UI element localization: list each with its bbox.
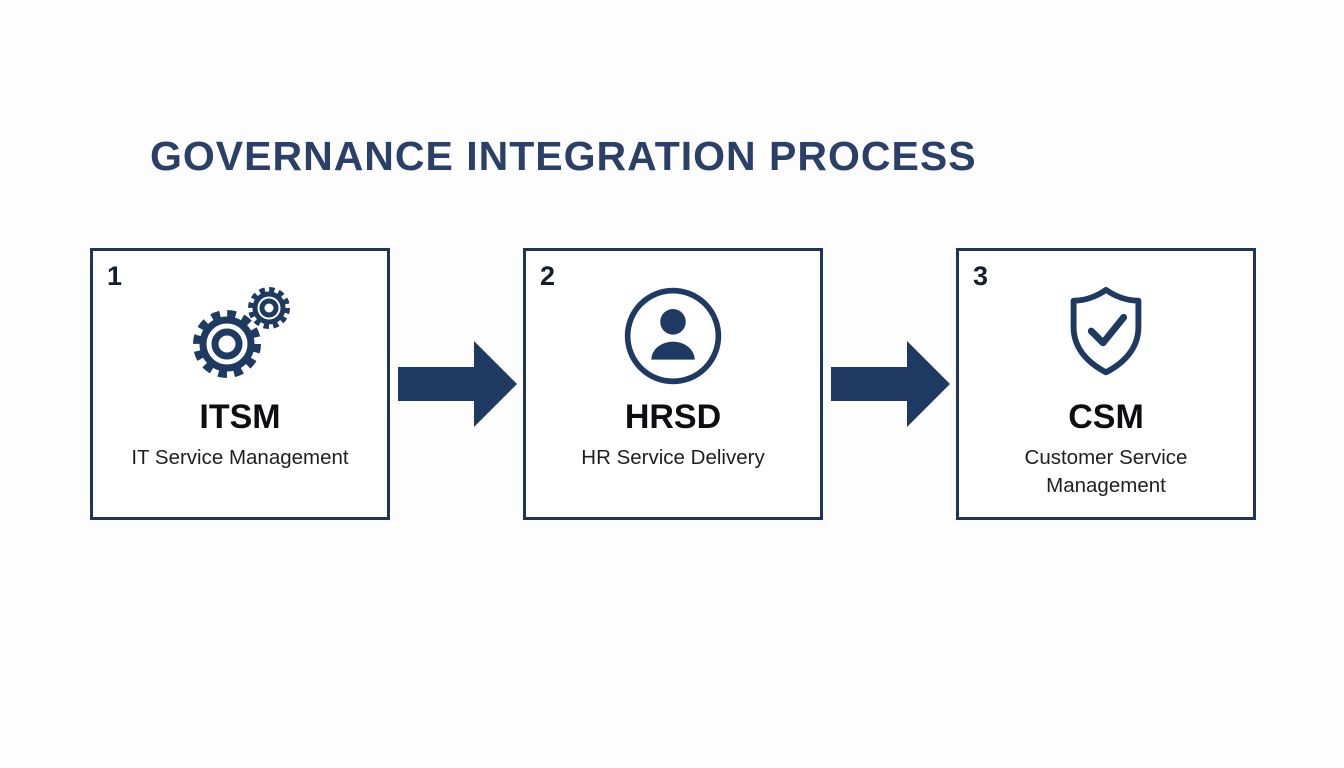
arrow-right-icon (390, 341, 523, 427)
step-label: IT Service Management (131, 446, 349, 470)
process-flow: 1 ITSM IT Service Management 2 (90, 248, 1256, 520)
step-acronym: HRSD (624, 398, 722, 436)
gears-icon (177, 277, 303, 395)
step-box-csm: 3 CSM Customer Service Management (956, 248, 1256, 520)
step-acronym: ITSM (199, 398, 281, 436)
person-icon (621, 277, 725, 395)
step-label: HR Service Delivery (581, 446, 765, 470)
step-number: 3 (973, 261, 989, 291)
step-number: 2 (540, 261, 556, 291)
shield-check-icon (1056, 277, 1156, 395)
arrow-right-icon (823, 341, 956, 427)
page-title: GOVERNANCE INTEGRATION PROCESS (150, 133, 977, 179)
step-number: 1 (107, 261, 123, 291)
step-acronym: CSM (1068, 398, 1144, 436)
step-box-itsm: 1 ITSM IT Service Management (90, 248, 390, 520)
step-label: Customer Service Management (1024, 446, 1188, 498)
step-box-hrsd: 2 HRSD HR Service Delivery (523, 248, 823, 520)
